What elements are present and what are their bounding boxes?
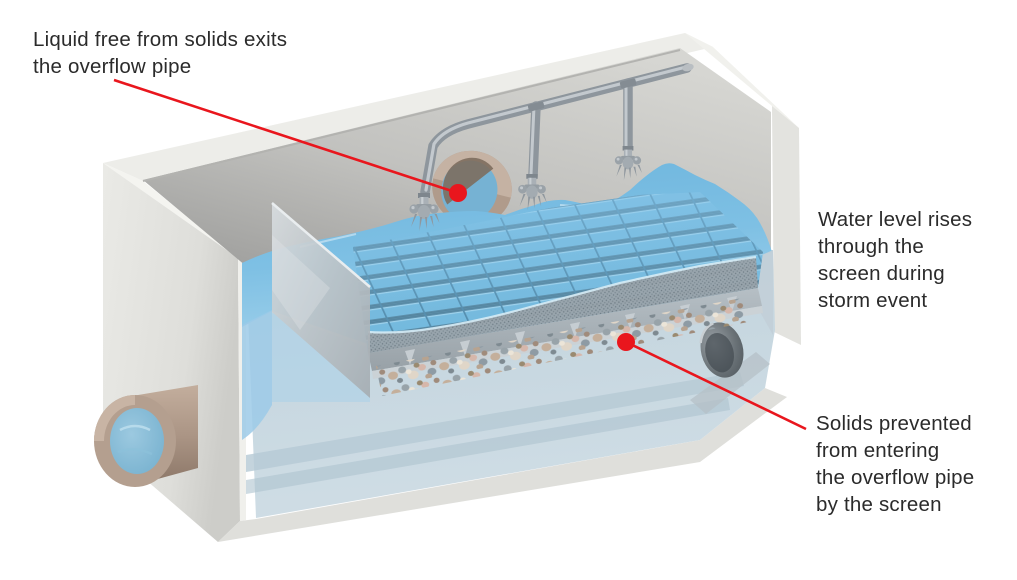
inlet-pipe — [94, 385, 198, 487]
baffle-top-edge — [271, 202, 371, 288]
solids-band — [376, 298, 748, 396]
pipe-tee-middle — [527, 101, 545, 112]
annotation-line: Solids prevented — [816, 412, 972, 435]
screen-depth-wash — [353, 192, 763, 353]
annotation-line: Water level rises — [818, 208, 973, 231]
spray-drop-middle-highlight — [529, 104, 536, 176]
annotation-line: from entering — [816, 439, 940, 462]
sump-slope-wedge — [690, 352, 770, 414]
annotation-liquid-exits: Liquid free from solids exits the overfl… — [33, 26, 287, 80]
annotation-line: Liquid free from solids exits — [33, 28, 288, 51]
sump-overflow-hole — [699, 322, 744, 378]
spray-pipes — [420, 63, 694, 197]
tank-right-wall-face — [772, 106, 801, 345]
waterline-foam-edge — [367, 255, 757, 334]
tank-bottom-rim — [218, 388, 787, 542]
annotation-line: the overflow pipe — [33, 55, 192, 78]
water-behind-baffle-fade — [272, 313, 370, 402]
gusset — [405, 349, 415, 365]
annotation-line: screen during — [818, 262, 945, 285]
inlet-pipe-wave-2 — [117, 448, 153, 456]
inlet-pipe-rim-highlight — [94, 395, 135, 441]
gusset — [515, 331, 525, 347]
annotation-line: through the — [818, 235, 924, 258]
back-wall-rim-shadow — [142, 49, 681, 182]
water-right-wall-tint — [757, 250, 773, 335]
pipe-tee-right — [619, 78, 637, 89]
annotation-line: by the screen — [816, 493, 942, 516]
leader-line-solids — [625, 340, 807, 431]
gusset — [460, 340, 470, 356]
baffle-face — [272, 203, 370, 398]
leader-dot-liquid-exits — [449, 184, 467, 202]
baffle-plate — [271, 202, 371, 398]
sump-step-band-1 — [246, 372, 744, 472]
tank-right-wall-top — [685, 33, 799, 128]
inlet-pipe-water — [110, 408, 164, 474]
screen-emergent-mesh — [368, 257, 758, 353]
leader-dot-solids — [617, 333, 635, 351]
spray-drop-middle — [528, 101, 541, 181]
tank-back-rim — [103, 33, 713, 181]
inlet-pipe-wave-1 — [119, 424, 151, 432]
annotation-line: storm event — [818, 289, 928, 312]
spray-main-pipe-highlight — [424, 65, 688, 192]
annotation-line: the overflow pipe — [816, 466, 975, 489]
water-left-column — [242, 310, 272, 440]
leader-line-liquid-exits — [113, 78, 459, 195]
annotation-leaders — [113, 78, 807, 431]
pipe-end-cap — [682, 63, 694, 72]
annotation-water-level: Water level rises through the screen dur… — [818, 206, 972, 314]
sump-step-band-2 — [246, 398, 730, 494]
baffle-sheen — [272, 235, 330, 330]
annotation-solids-prevented: Solids prevented from entering the overf… — [816, 410, 974, 518]
